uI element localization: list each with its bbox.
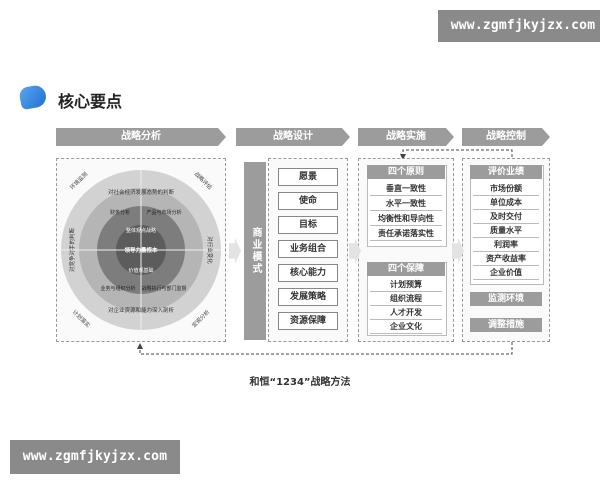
- flow-arrow-1: [229, 238, 241, 264]
- guarantees-title: 四个保障: [367, 262, 445, 276]
- performance-item-4: 利润率: [473, 238, 539, 252]
- stage-control: 战略控制: [462, 128, 550, 146]
- circle-center: 领导力量根本: [123, 246, 158, 254]
- corner-1: 战略评估: [193, 170, 215, 192]
- performance-item-6: 企业价值: [473, 266, 539, 280]
- principle-0: 垂直一致性: [370, 182, 442, 196]
- principles-title: 四个原则: [367, 165, 445, 179]
- ring-inner-1: 价值观基础: [128, 267, 153, 274]
- flow-arrow-2: [349, 238, 361, 264]
- guarantee-1: 组织流程: [370, 292, 442, 306]
- ring-outer-1: 对企业资源和能力深入剖析: [108, 306, 175, 314]
- design-item-2: 目标: [278, 216, 338, 234]
- design-item-0: 愿景: [278, 168, 338, 186]
- performance-item-1: 单位成本: [473, 196, 539, 210]
- ring-inner-0: 整体观点战略: [126, 227, 156, 234]
- guarantee-3: 企业文化: [370, 320, 442, 334]
- corner-0: 环境监测: [68, 170, 90, 192]
- design-item-6: 资源保障: [278, 312, 338, 330]
- ring-middle-1: 产品与市场分析: [146, 209, 181, 216]
- principle-3: 责任承诺落实性: [370, 227, 442, 241]
- stage-implementation: 战略实施: [358, 128, 454, 146]
- analysis-circle-diagram: 对社会经济发展态势的判断 对企业资源和能力深入剖析 对行业变化 对竞争对手的判断…: [61, 170, 221, 330]
- watermark-top: www.zgmfjkyjzx.com: [438, 10, 600, 42]
- design-item-3: 业务组合: [278, 240, 338, 258]
- monitor-environment: 监测环境: [470, 292, 542, 306]
- performance-item-3: 质量水平: [473, 224, 539, 238]
- design-item-5: 发展策略: [278, 288, 338, 306]
- performance-item-2: 及时交付: [473, 210, 539, 224]
- ring-middle-2: 战略执行与部门监督: [141, 285, 186, 292]
- performance-item-0: 市场份额: [473, 182, 539, 196]
- design-item-1: 使命: [278, 192, 338, 210]
- stage-analysis: 战略分析: [56, 128, 226, 146]
- corner-2: 宏观分析: [190, 308, 212, 330]
- diagram-caption: 和恒“1234”战略方法: [249, 377, 351, 388]
- design-item-4: 核心能力: [278, 264, 338, 282]
- page-title: 核心要点: [58, 92, 123, 111]
- ring-middle-3: 业务与组织分析: [100, 285, 135, 292]
- stage-design: 战略设计: [236, 128, 350, 146]
- guarantee-2: 人才开发: [370, 306, 442, 320]
- principle-2: 均衡性和导向性: [370, 212, 442, 226]
- performance-item-5: 资产收益率: [473, 252, 539, 266]
- ring-outer-0: 对社会经济发展态势的判断: [108, 188, 175, 196]
- ring-outer-2: 对行业变化: [206, 236, 214, 264]
- flow-arrow-3: [452, 238, 464, 264]
- ring-outer-3: 对竞争对手的判断: [68, 228, 76, 273]
- guarantee-0: 计划预算: [370, 278, 442, 292]
- ring-middle-0: 财务分析: [110, 209, 130, 216]
- adjust-measures: 调整措施: [470, 318, 542, 332]
- business-model-bar: 商业模式: [244, 162, 266, 340]
- corner-3: 计划落实: [71, 308, 93, 330]
- watermark-bottom: www.zgmfjkyjzx.com: [10, 440, 180, 474]
- performance-title: 评价业绩: [470, 165, 542, 179]
- principle-1: 水平一致性: [370, 197, 442, 211]
